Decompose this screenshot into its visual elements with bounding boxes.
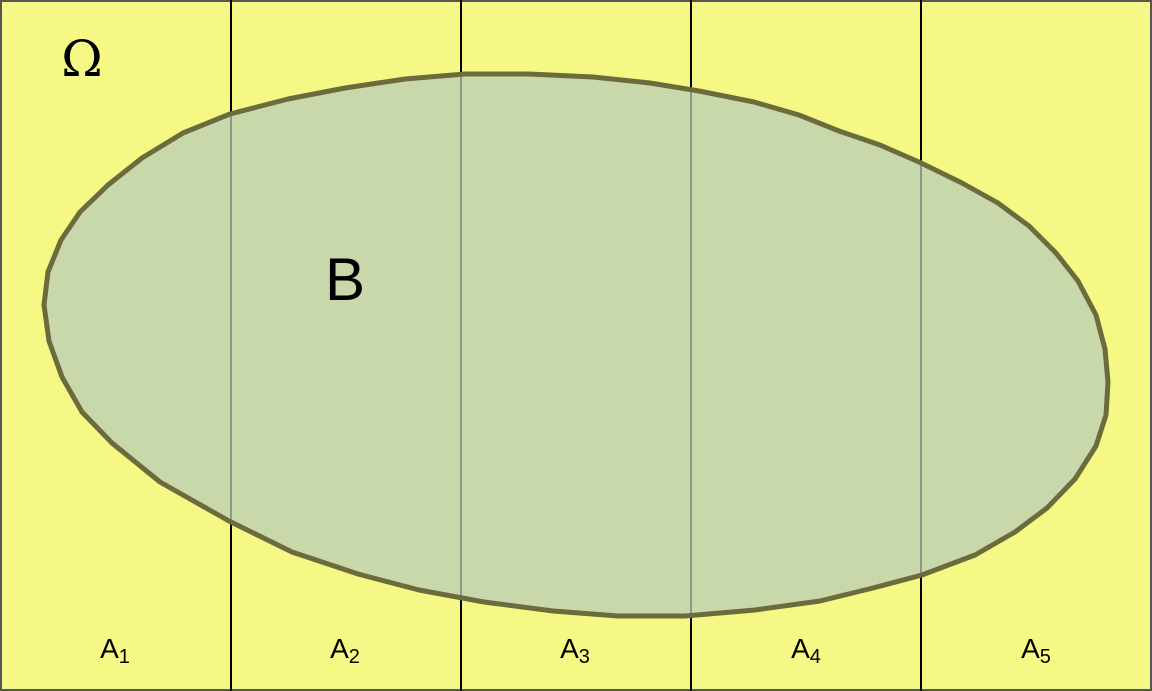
partition-labels: A1 A2 A3 A4 A5 xyxy=(100,633,1051,668)
universe-label: Ω xyxy=(61,30,102,88)
partition-label-a2: A2 xyxy=(330,633,360,668)
partition-label-a3: A3 xyxy=(560,633,590,668)
event-label: B xyxy=(325,246,365,313)
event-b-region xyxy=(41,71,1111,619)
partition-label-a1: A1 xyxy=(100,633,130,668)
partition-label-a4: A4 xyxy=(791,633,821,668)
partition-label-a5: A5 xyxy=(1021,633,1051,668)
